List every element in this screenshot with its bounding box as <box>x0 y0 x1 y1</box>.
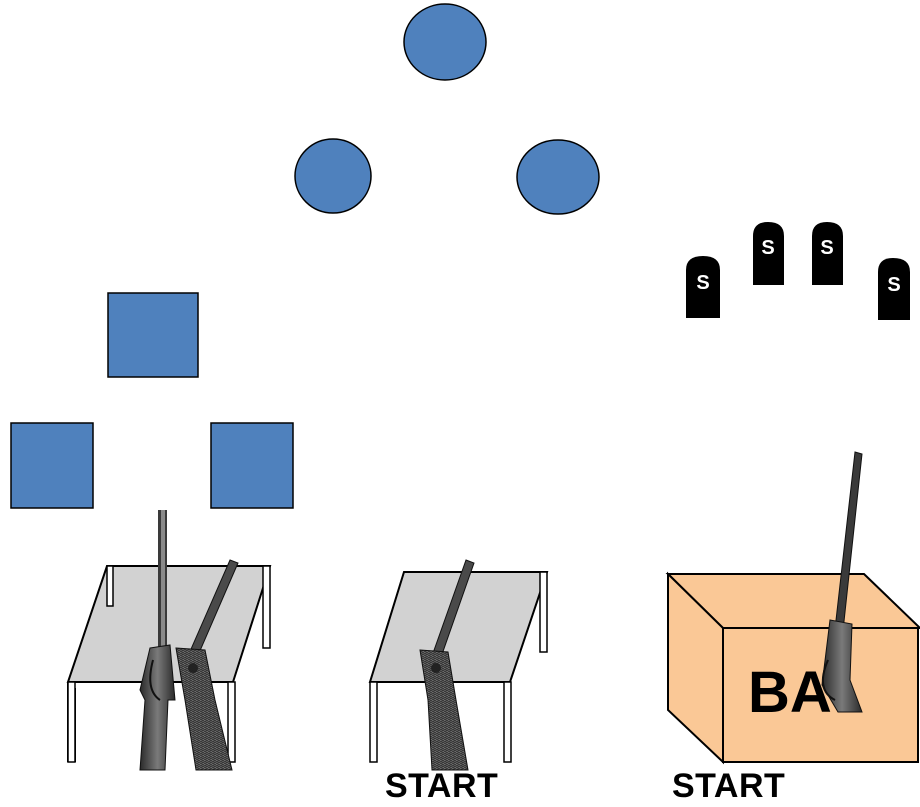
circle-target <box>403 3 487 81</box>
bay-box: BA <box>665 571 920 765</box>
start-label-right: START <box>672 767 786 805</box>
silhouette-target: S <box>686 256 720 318</box>
square-target <box>210 422 294 509</box>
circle-target <box>516 139 600 215</box>
square-target <box>10 422 94 509</box>
silhouette-letter: S <box>696 272 709 294</box>
silhouette-letter: S <box>820 237 833 259</box>
silhouette-letter: S <box>887 274 900 296</box>
start-label-middle: START <box>385 767 499 805</box>
shotgun-icon <box>175 559 239 771</box>
square-targets <box>10 292 294 509</box>
silhouette-target: S <box>812 222 843 285</box>
silhouette-target: S <box>878 258 910 320</box>
shotgun-icon <box>419 559 475 771</box>
middle-table <box>368 571 549 763</box>
circle-targets <box>294 3 600 215</box>
silhouette-letter: S <box>761 237 774 259</box>
circle-target <box>294 138 372 214</box>
silhouette-targets: S S S S <box>686 222 910 320</box>
box-label: BA <box>748 660 832 725</box>
square-target <box>107 292 199 378</box>
rifle-icon <box>821 451 863 713</box>
rifle-icon <box>139 510 176 771</box>
silhouette-target: S <box>753 222 784 285</box>
